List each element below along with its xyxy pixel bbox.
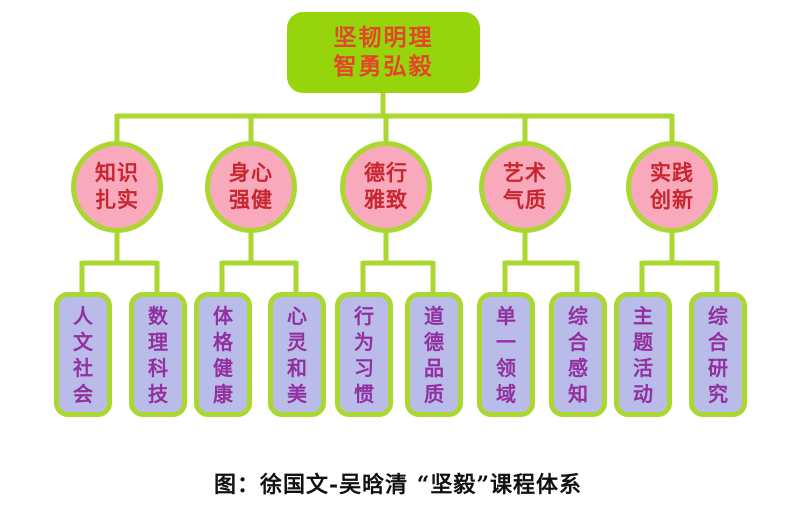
leaf-node-7: 单一领域 xyxy=(477,292,535,417)
branch-circle-2: 身心 强健 xyxy=(205,141,297,233)
leaf-label: 综合感知 xyxy=(568,303,588,406)
branch-circle-label: 气质 xyxy=(503,188,547,212)
leaf-node-9: 主题活动 xyxy=(614,292,672,417)
branch-circle-label: 身心 xyxy=(229,161,273,185)
leaf-label: 心灵和美 xyxy=(287,303,307,406)
branch5-connector xyxy=(639,229,720,296)
branch1-connector xyxy=(79,229,160,296)
branch-circle-label: 知识 xyxy=(95,161,139,185)
branch-circle-5: 实践 创新 xyxy=(626,141,718,233)
leaf-label: 道德品质 xyxy=(424,303,444,406)
leaf-node-4: 心灵和美 xyxy=(268,292,326,417)
branch-circle-label: 强健 xyxy=(229,188,273,212)
leaf-label: 综合研究 xyxy=(708,303,728,406)
leaf-node-5: 行为习惯 xyxy=(335,292,393,417)
leaf-node-10: 综合研究 xyxy=(689,292,747,417)
branch-circle-label: 雅致 xyxy=(364,188,408,212)
root-node: 坚韧明理 智勇弘毅 xyxy=(287,12,480,93)
figure-caption: 图：徐国文-吴晗清 “坚毅”课程体系 xyxy=(213,472,583,498)
leaf-label: 体格健康 xyxy=(213,303,233,406)
leaf-node-1: 人文社会 xyxy=(54,292,112,417)
leaf-label: 数理科技 xyxy=(148,303,168,406)
leaf-node-2: 数理科技 xyxy=(129,292,187,417)
branch2-connector xyxy=(219,229,299,296)
branch-circle-label: 扎实 xyxy=(95,188,139,212)
branch-circle-label: 实践 xyxy=(650,161,694,185)
branch-circle-3: 德行 雅致 xyxy=(340,141,432,233)
leaf-label: 主题活动 xyxy=(633,303,653,406)
leaf-node-3: 体格健康 xyxy=(194,292,252,417)
branch4-connector xyxy=(502,229,580,296)
leaf-label: 行为习惯 xyxy=(354,303,374,406)
branch-circle-label: 德行 xyxy=(364,161,408,185)
root-label-line2: 智勇弘毅 xyxy=(333,53,434,80)
branch-circle-1: 知识 扎实 xyxy=(71,141,163,233)
branch-circle-4: 艺术 气质 xyxy=(479,141,571,233)
root-label-line1: 坚韧明理 xyxy=(333,24,434,51)
branch-circle-label: 创新 xyxy=(650,188,694,212)
branch3-connector xyxy=(360,229,436,296)
level1-connector xyxy=(114,90,675,146)
leaf-label: 单一领域 xyxy=(496,303,516,406)
branch-circle-label: 艺术 xyxy=(503,161,547,185)
leaf-node-6: 道德品质 xyxy=(405,292,463,417)
leaf-label: 人文社会 xyxy=(73,303,93,406)
leaf-node-8: 综合感知 xyxy=(549,292,607,417)
